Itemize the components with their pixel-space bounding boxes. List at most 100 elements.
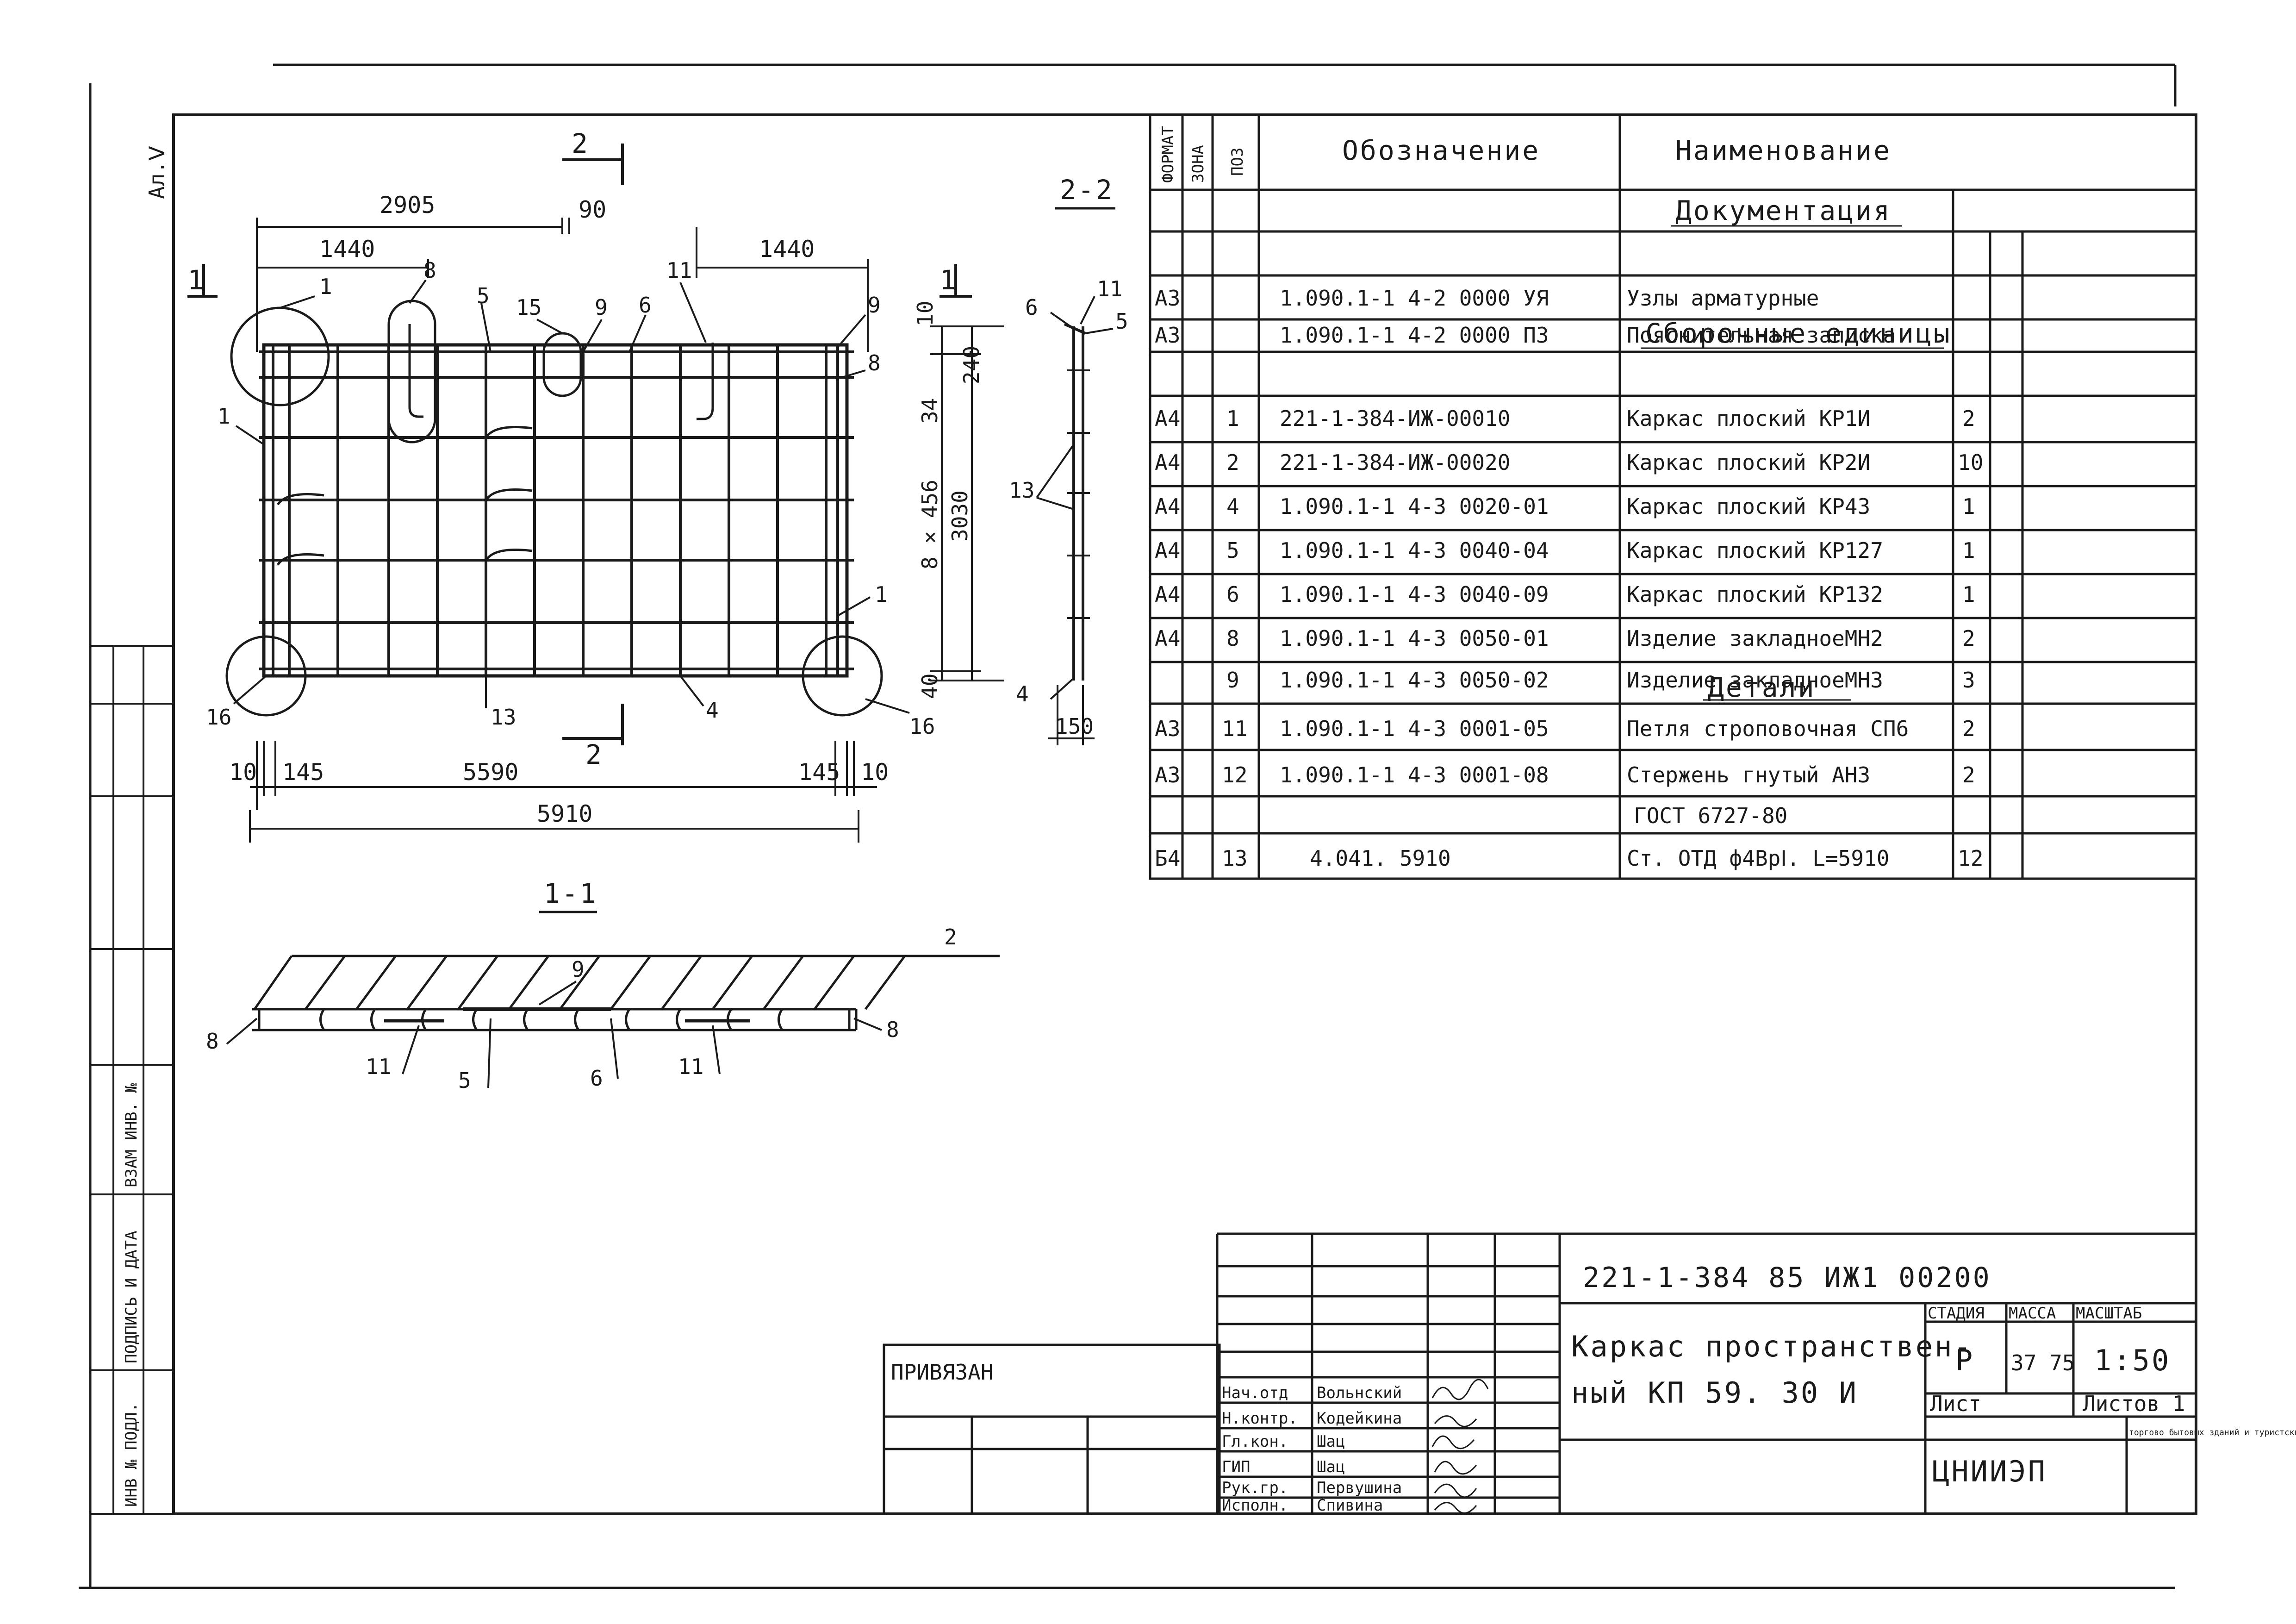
spec-cell-designation: 1.090.1-1 4-3 0001-05 <box>1280 716 1549 741</box>
spec-cell-name: Стержень гнутый АН3 <box>1627 762 1870 787</box>
signature-role: Исполн. <box>1222 1496 1288 1515</box>
spec-cell-pos: 2 <box>1226 450 1239 475</box>
dim-34-sec22: 34 <box>917 398 942 424</box>
spec-cell-format: А3 <box>1155 762 1180 787</box>
scale-label: МАСШТАБ <box>2076 1304 2142 1323</box>
signature-role: Н.контр. <box>1222 1409 1298 1428</box>
pos-16-right: 16 <box>909 714 935 739</box>
spec-rows: А3 1.090.1-1 4-2 0000 УЯ Узлы арматурные… <box>1155 286 1983 871</box>
section-1-1-leaders <box>226 981 882 1088</box>
privyazan-label: ПРИВЯЗАН <box>891 1360 994 1385</box>
spec-cell-format: Б4 <box>1155 846 1180 871</box>
spec-section-docs: Документация <box>1675 195 1892 226</box>
cut-1-left: 1 <box>187 264 205 296</box>
dim-8x456-sec22: 8 × 456 <box>917 480 942 569</box>
cut-2-top: 2 <box>572 128 590 159</box>
pos-1-right: 1 <box>875 582 888 607</box>
spec-cell-qty: 2 <box>1962 626 1975 651</box>
cut-2-bottom: 2 <box>585 739 604 770</box>
spec-cell-pos: 11 <box>1222 716 1247 741</box>
signature-mark <box>1431 1379 1489 1400</box>
spec-cell-pos: 9 <box>1226 668 1239 693</box>
plan-cut-markers <box>187 144 972 745</box>
signature-role: Гл.кон. <box>1222 1432 1288 1451</box>
dim-240-sec22: 240 <box>959 346 984 384</box>
inv-podl-label: ИНВ № ПОДЛ. <box>122 1403 141 1507</box>
signature-name: Шац <box>1317 1432 1345 1451</box>
spec-row: А4 4 1.090.1-1 4-3 0020-01 Каркас плоски… <box>1155 494 1975 519</box>
dim-150-sec22: 150 <box>1055 714 1094 739</box>
spec-header-pos: ПОЗ <box>1228 148 1247 176</box>
spec-cell-designation: 1.090.1-1 4-3 0020-01 <box>1280 494 1549 519</box>
pos-2-sec11: 2 <box>944 924 957 949</box>
spec-row: 9 1.090.1-1 4-3 0050-02 Изделие закладно… <box>1226 668 1975 693</box>
mass-label: МАССА <box>2009 1304 2056 1323</box>
signature-role: ГИП <box>1222 1458 1250 1476</box>
section-1-1: 1-1 <box>206 878 1000 1093</box>
dim-1440-left: 1440 <box>319 236 375 262</box>
spec-cell-format: А3 <box>1155 323 1180 348</box>
spec-row: А3 1.090.1-1 4-2 0000 УЯ Узлы арматурные <box>1155 286 1819 311</box>
signature-mark <box>1434 1502 1477 1514</box>
spec-table: ФОРМАТ ЗОНА ПОЗ Обозначение Наименование… <box>1149 113 2197 880</box>
spec-cell-format: А3 <box>1155 716 1180 741</box>
pos-6-sec11: 6 <box>590 1066 603 1091</box>
spec-cell-designation: 1.090.1-1 4-3 0040-04 <box>1280 538 1549 563</box>
signature-row: Рук.гр. Первушина <box>1222 1479 1477 1498</box>
pos-8-right-sec11: 8 <box>886 1017 899 1042</box>
dim-90: 90 <box>579 196 606 223</box>
signature-row: Гл.кон. Шац <box>1222 1432 1475 1451</box>
dim-145-right: 145 <box>798 759 840 786</box>
section-2-2-dimension-lines <box>930 296 1114 745</box>
section-2-2-title: 2-2 <box>1060 174 1114 206</box>
signature-row: Нач.отд Вольнский <box>1222 1379 1489 1402</box>
spec-cell-qty: 1 <box>1962 538 1975 563</box>
spec-section-details: Детали <box>1708 672 1816 703</box>
plan-verticals <box>272 345 839 676</box>
stage-value: Р <box>1955 1343 1974 1377</box>
spec-cell-name: Каркас плоский КР2И <box>1627 450 1870 475</box>
spec-cell-format: А4 <box>1155 626 1180 651</box>
spec-row: А4 1 221-1-384-ИЖ-00010 Каркас плоский К… <box>1155 406 1975 431</box>
cut-1-right: 1 <box>940 264 958 296</box>
pos-16-left: 16 <box>206 705 231 730</box>
vzam-inv-label: ВЗАМ ИНВ. № <box>122 1083 141 1187</box>
spec-cell-qty: 2 <box>1962 406 1975 431</box>
spec-cell-pos: 8 <box>1226 626 1239 651</box>
pos-5-sec11: 5 <box>458 1068 471 1093</box>
pos-8-left-sec11: 8 <box>206 1029 219 1054</box>
pos-11-right-sec11: 11 <box>678 1054 703 1079</box>
spec-cell-pos: 13 <box>1222 846 1247 871</box>
pos-6-top: 6 <box>639 293 652 318</box>
spec-header-format: ФОРМАТ <box>1159 126 1177 183</box>
section-1-1-title: 1-1 <box>544 878 598 909</box>
spec-cell-name: Петля строповочная СП6 <box>1627 716 1909 741</box>
plan-leaders <box>233 279 910 714</box>
spec-cell-designation: 1.090.1-1 4-3 0050-02 <box>1280 668 1549 693</box>
title-block: ПРИВЯЗАН 221-1-384 85 ИЖ1 00200 Каркас п… <box>883 1232 2296 1515</box>
signatures: Нач.отд Вольнский Н.контр. Кодейкина Гл.… <box>1222 1379 1489 1515</box>
spec-cell-name: Каркас плоский КР43 <box>1627 494 1870 519</box>
sheet-label: Лист <box>1930 1391 1981 1416</box>
spec-cell-format: А4 <box>1155 450 1180 475</box>
spec-cell-name: Пояснительная записка <box>1627 323 1896 348</box>
spec-cell-name: Каркас плоский КР132 <box>1627 582 1883 607</box>
pos-8-right: 8 <box>868 350 881 375</box>
dim-145-left: 145 <box>282 759 324 786</box>
pos-1-left: 1 <box>218 404 230 429</box>
spec-row: А4 5 1.090.1-1 4-3 0040-04 Каркас плоски… <box>1155 538 1975 563</box>
spec-cell-designation: 1.090.1-1 4-3 0050-01 <box>1280 626 1549 651</box>
signature-name: Шац <box>1317 1458 1345 1476</box>
spec-cell-pos: 1 <box>1226 406 1239 431</box>
dim-5590: 5590 <box>463 759 518 786</box>
spec-cell-pos: 6 <box>1226 582 1239 607</box>
pos-9-right: 9 <box>868 293 881 318</box>
sheets-label: Листов 1 <box>2083 1391 2185 1416</box>
plan-horizontals <box>259 350 854 670</box>
spec-cell-format: А4 <box>1155 494 1180 519</box>
title-line-2: ный КП 59. 30 И <box>1571 1376 1858 1410</box>
dim-1440-right: 1440 <box>759 236 815 262</box>
pos-9-top: 9 <box>595 295 608 320</box>
spec-row: А3 12 1.090.1-1 4-3 0001-08 Стержень гну… <box>1155 762 1975 787</box>
